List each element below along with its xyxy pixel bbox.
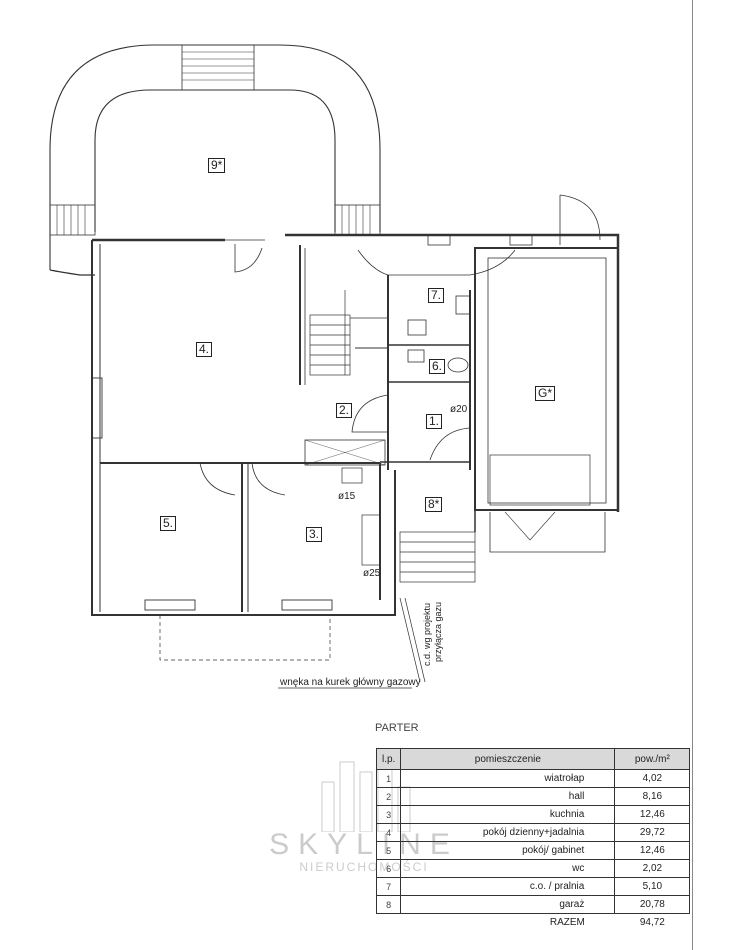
cell-lp: 4 (375, 823, 402, 842)
room-label-7: 7. (428, 288, 445, 303)
cell-room: kuchnia (400, 805, 616, 824)
cell-area: 2,02 (614, 859, 691, 878)
cell-area: 29,72 (614, 823, 691, 842)
cell-lp: 1 (375, 769, 402, 788)
cell-room: garaż (400, 895, 616, 914)
room-area-table: l.p. pomieszczenie pow./m² 1 wiatrołap 4… (375, 748, 691, 931)
room-label-2: 2. (336, 403, 353, 418)
cell-area: 20,78 (614, 895, 691, 914)
header-room: pomieszczenie (400, 748, 616, 770)
cell-lp: 7 (375, 877, 402, 896)
floor-plan (49, 44, 620, 689)
table-row: 6 wc 2,02 (375, 859, 691, 878)
cell-room: pokój/ gabinet (400, 841, 616, 860)
table-row: 4 pokój dzienny+jadalnia 29,72 (375, 823, 691, 842)
cell-area: 12,46 (614, 841, 691, 860)
cell-lp: 6 (375, 859, 402, 878)
table-row: 3 kuchnia 12,46 (375, 805, 691, 824)
room-label-9: 9* (208, 158, 226, 173)
cell-area: 4,02 (614, 769, 691, 788)
cell-area: 5,10 (614, 877, 691, 896)
cell-lp: 5 (375, 841, 402, 860)
room-label-1: 1. (426, 414, 443, 429)
header-lp: l.p. (375, 748, 402, 770)
cell-lp: 8 (375, 895, 402, 914)
table-header-row: l.p. pomieszczenie pow./m² (375, 748, 691, 770)
cell-room: wiatrołap (400, 769, 616, 788)
table-row: 7 c.o. / pralnia 5,10 (375, 877, 691, 896)
gas-connection-note-line1: c.d. wg projektu (422, 602, 432, 666)
total-spacer (376, 913, 401, 931)
room-label-4: 4. (196, 342, 213, 357)
table-row: 2 hall 8,16 (375, 787, 691, 806)
room-label-3: 3. (306, 527, 323, 542)
total-label: RAZEM (400, 913, 615, 931)
cell-area: 8,16 (614, 787, 691, 806)
room-label-6: 6. (429, 359, 446, 374)
cell-room: hall (400, 787, 616, 806)
room-label-garage: G* (535, 386, 556, 401)
cell-room: c.o. / pralnia (400, 877, 616, 896)
diameter-label: ø15 (338, 491, 356, 502)
diameter-label: ø25 (363, 568, 381, 579)
table-caption: PARTER (375, 722, 419, 734)
cell-lp: 3 (375, 805, 402, 824)
room-label-8: 8* (425, 497, 443, 512)
room-label-5: 5. (160, 516, 177, 531)
cell-room: wc (400, 859, 616, 878)
cell-area: 12,46 (614, 805, 691, 824)
table-row: 5 pokój/ gabinet 12,46 (375, 841, 691, 860)
table-total-row: RAZEM 94,72 (376, 913, 690, 931)
header-area: pow./m² (614, 748, 691, 770)
gas-valve-note: wnęka na kurek główny gazowy (280, 677, 421, 688)
diameter-label: ø20 (450, 404, 468, 415)
table-row: 8 garaż 20,78 (375, 895, 691, 914)
table-row: 1 wiatrołap 4,02 (375, 769, 691, 788)
cell-room: pokój dzienny+jadalnia (400, 823, 616, 842)
total-value: 94,72 (614, 913, 690, 931)
cell-lp: 2 (375, 787, 402, 806)
gas-connection-note-line2: przyłącza gazu (433, 601, 443, 662)
page-edge-line (692, 0, 693, 950)
